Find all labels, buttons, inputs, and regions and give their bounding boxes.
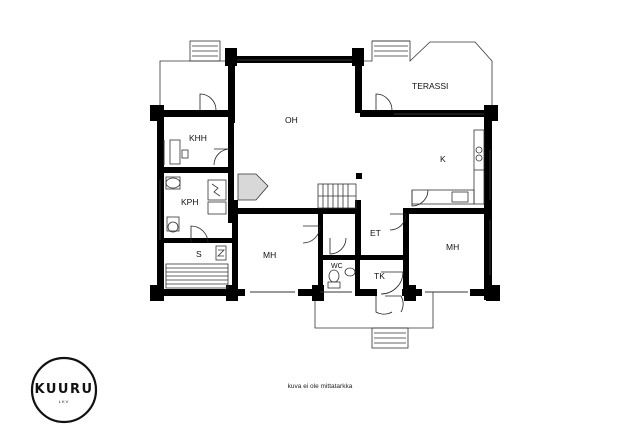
- room-label-oh: OH: [285, 115, 298, 125]
- room-label-kph: KPH: [181, 197, 198, 207]
- logo-wordmark: KUURU: [34, 382, 93, 397]
- room-label-s: S: [196, 249, 202, 259]
- logo-subtext: LKV: [59, 399, 70, 404]
- kitchen-counters: [411, 129, 485, 205]
- room-label-terassi: TERASSI: [412, 81, 448, 91]
- khh-fixtures: [169, 139, 189, 165]
- terrace-outlines: [159, 40, 493, 349]
- room-label-k: K: [440, 154, 446, 164]
- logo-ring: [30, 356, 98, 424]
- room-label-wc: WC: [331, 263, 343, 270]
- room-label-mh-right: MH: [446, 242, 459, 252]
- room-label-mh-left: MH: [263, 250, 276, 260]
- doors: [190, 93, 429, 315]
- room-label-khh: KHH: [189, 133, 207, 143]
- disclaimer-note: kuva ei ole mittatarkka: [287, 383, 353, 390]
- room-label-et: ET: [370, 228, 381, 238]
- wc-fixtures: [327, 267, 356, 289]
- kph-fixtures: [165, 173, 269, 233]
- stairs: [317, 183, 357, 209]
- window-lines: [159, 59, 491, 293]
- sauna-benches: [165, 245, 229, 289]
- room-label-tk: TK: [374, 271, 385, 281]
- kuuru-logo: KUURU LKV: [30, 356, 98, 424]
